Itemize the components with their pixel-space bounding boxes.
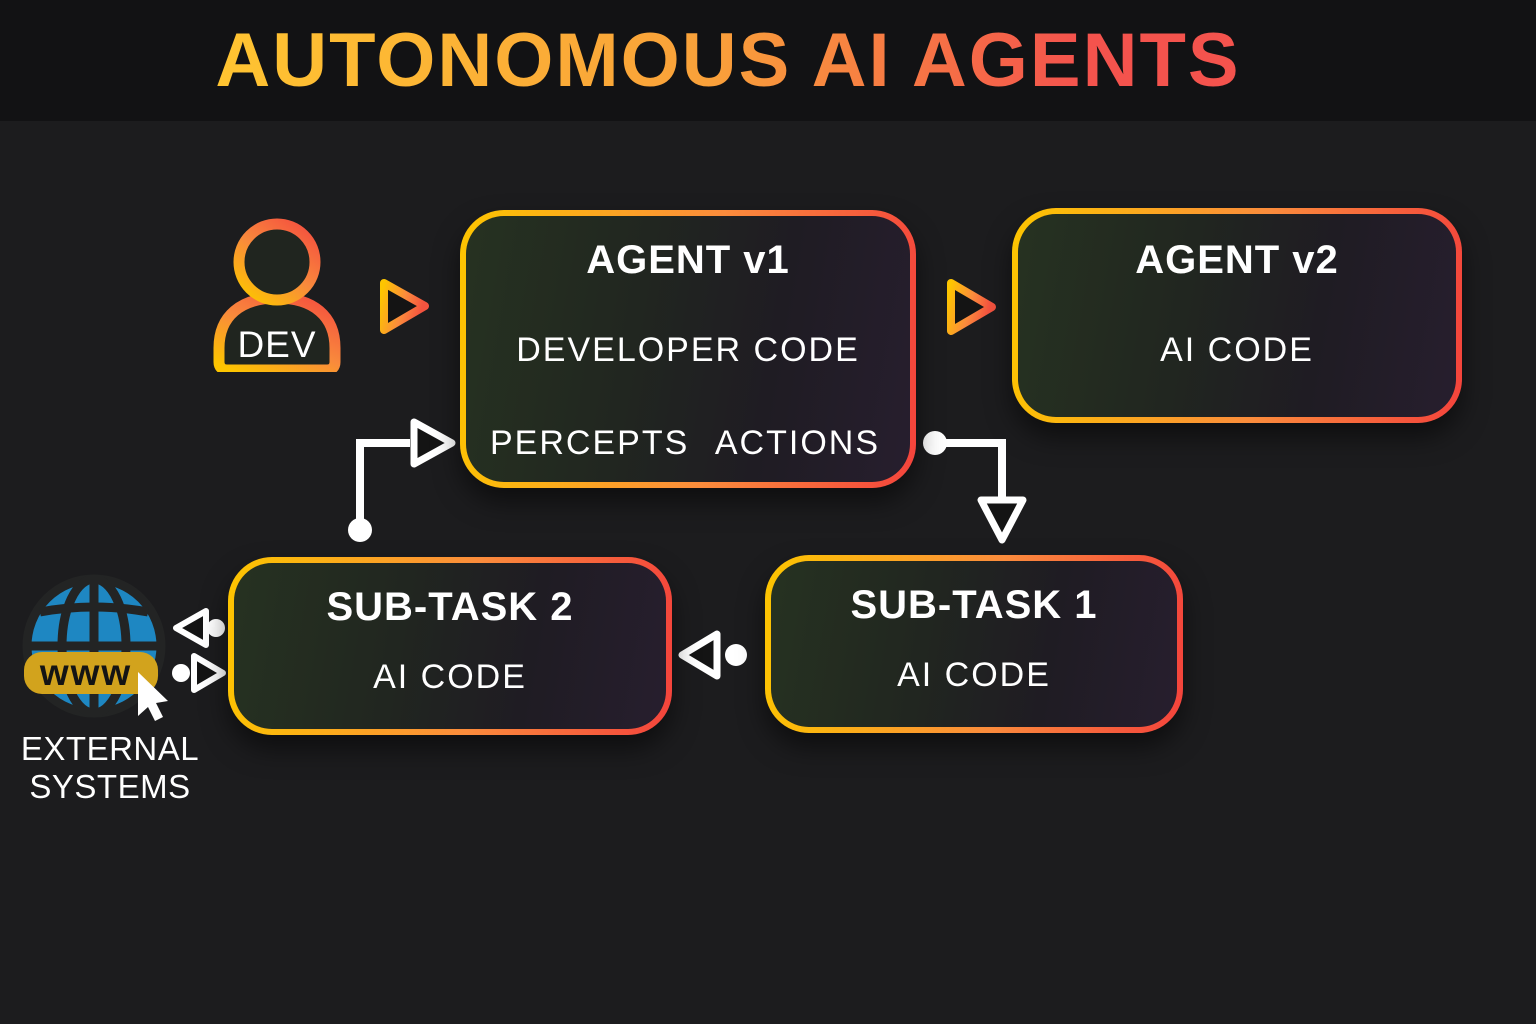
external-systems-label-line1: EXTERNAL — [20, 730, 200, 767]
sub-task-2-title: SUB-TASK 2 — [326, 585, 574, 629]
developer-person-icon — [213, 218, 341, 372]
external-systems-label-line2: SYSTEMS — [29, 768, 191, 805]
percepts-port-label: PERCEPTS — [490, 424, 690, 462]
sub-task-1-title: SUB-TASK 1 — [850, 583, 1098, 627]
external-systems-node: www EXTERNAL SYSTEMS — [20, 572, 220, 805]
node-sub-task-1-body: SUB-TASK 1 AI CODE — [771, 561, 1177, 727]
www-badge-label: www — [39, 652, 132, 693]
node-sub-task-2-body: SUB-TASK 2 AI CODE — [234, 563, 666, 729]
node-agent-v2: AGENT v2 AI CODE — [1012, 208, 1462, 423]
sub-task-2-subtitle: AI CODE — [373, 658, 527, 696]
node-agent-v1-body: AGENT v1 DEVELOPER CODE PERCEPTS ACTIONS — [466, 216, 910, 482]
globe-www-icon: www — [22, 574, 168, 721]
agent-v2-subtitle: AI CODE — [1160, 331, 1314, 369]
dev-to-agent-v1-arrow-icon — [380, 279, 429, 334]
node-agent-v1: AGENT v1 DEVELOPER CODE PERCEPTS ACTIONS — [460, 210, 916, 488]
cursor-icon — [138, 672, 168, 721]
actions-port-label: ACTIONS — [714, 424, 880, 462]
external-systems-label: EXTERNAL SYSTEMS — [10, 730, 210, 806]
agent-v1-to-agent-v2-arrow-icon — [947, 279, 996, 335]
developer-label: DEV — [237, 324, 317, 365]
developer-node: DEV — [207, 212, 347, 372]
actions-to-subtask1-connector — [923, 431, 1027, 544]
agent-v1-subtitle: DEVELOPER CODE — [516, 331, 860, 369]
agent-v1-title: AGENT v1 — [586, 238, 790, 282]
agent-v2-title: AGENT v2 — [1135, 238, 1339, 282]
subtask1-to-subtask2-arrow — [678, 630, 747, 680]
subtask2-to-percepts-connector — [348, 418, 456, 542]
page-title: AUTONOMOUS AI AGENTS — [215, 17, 1320, 104]
node-agent-v2-body: AGENT v2 AI CODE — [1018, 214, 1456, 417]
agent-v1-ports: PERCEPTS ACTIONS — [466, 424, 910, 463]
node-sub-task-1: SUB-TASK 1 AI CODE — [765, 555, 1183, 733]
sub-task-1-subtitle: AI CODE — [897, 656, 1051, 694]
node-sub-task-2: SUB-TASK 2 AI CODE — [228, 557, 672, 735]
title-banner: AUTONOMOUS AI AGENTS — [0, 0, 1536, 121]
